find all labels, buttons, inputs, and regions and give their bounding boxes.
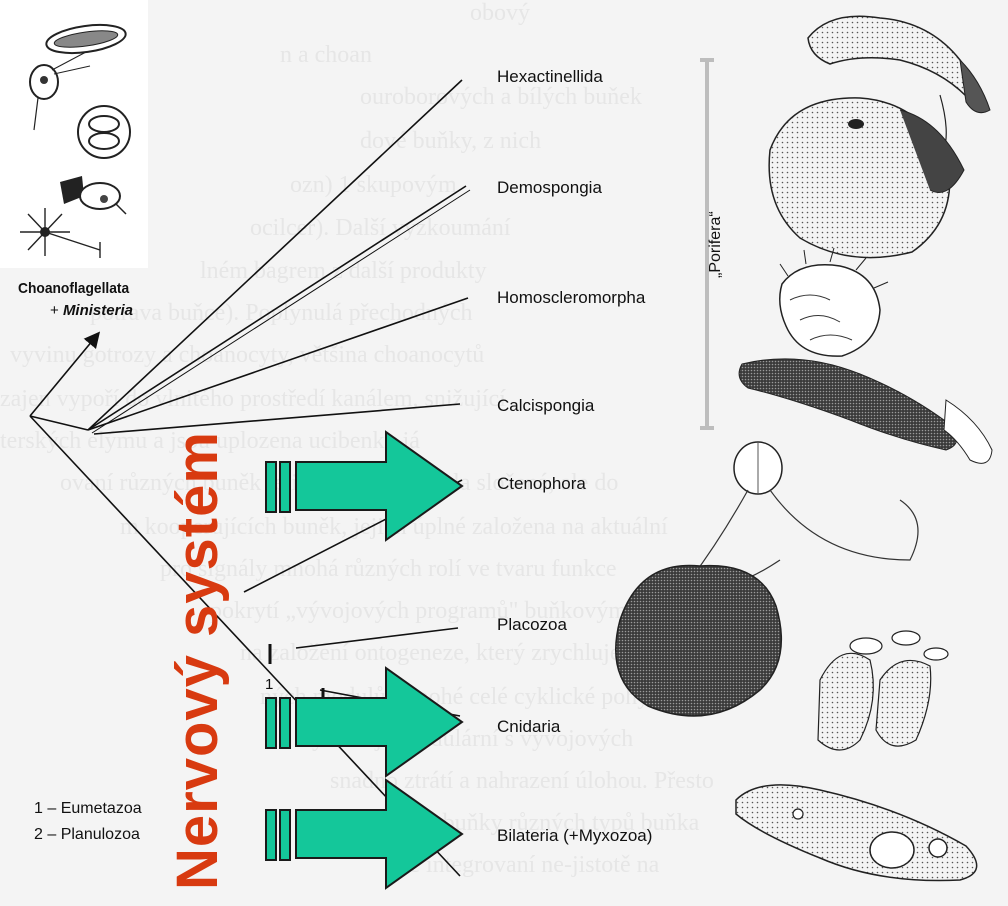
legend-item-eumetazoa: 1 – Eumetazoa (34, 800, 142, 818)
outgroup-label: Choanoflagellata (18, 280, 129, 297)
nervous-system-arrow-cnidaria (266, 668, 462, 776)
branch-demospongia (88, 186, 466, 430)
taxon-label-calcispongia: Calcispongia (497, 396, 594, 416)
calcareous-sponge-icon (739, 359, 992, 463)
plus-sign: + (50, 302, 63, 319)
branch-placozoa (296, 628, 458, 648)
nervous-system-arrow-bilateria (266, 780, 462, 888)
node1-label: 1 (265, 676, 273, 693)
homoscleromorph-sponge-icon (780, 248, 888, 356)
ministeria-name: Ministeria (63, 302, 133, 319)
ministeria-cell-icon (20, 208, 100, 258)
dividing-cell-icon (78, 106, 130, 158)
taxon-label-bilateria: Bilateria (+Myxozoa) (497, 826, 652, 846)
porifera-label: „Porifera“ (707, 178, 733, 278)
taxon-label-homoscleromorpha: Homoscleromorpha (497, 288, 645, 308)
nervous-system-arrow-ctenophora (266, 432, 462, 540)
placozoan-icon (616, 565, 782, 715)
branch-choanoflagellata (30, 334, 98, 416)
taxon-label-hexactinellida: Hexactinellida (497, 67, 603, 87)
bilaterian-worm-icon (736, 785, 977, 881)
legend-item-planulozoa: 2 – Planulozoa (34, 826, 140, 844)
cnidarian-polyps-icon (818, 631, 948, 750)
taxon-label-placozoa: Placozoa (497, 615, 567, 635)
root-stem (30, 416, 88, 430)
ministeria-label: + Ministeria (50, 302, 133, 319)
demosponge-icon (769, 98, 964, 258)
taxon-label-cnidaria: Cnidaria (497, 717, 560, 737)
branch-demospongia-double (92, 190, 470, 433)
ctenophore-icon (690, 442, 918, 587)
vertical-title: Nervový systém (164, 431, 231, 890)
taxon-label-demospongia: Demospongia (497, 178, 602, 198)
taxon-label-ctenophora: Ctenophora (497, 474, 586, 494)
branch-hexactinellida (88, 80, 462, 430)
choanoflagellate-colony-icon (45, 21, 128, 58)
branch-homoscleromorpha (88, 298, 468, 430)
collared-cell-icon (60, 176, 126, 214)
